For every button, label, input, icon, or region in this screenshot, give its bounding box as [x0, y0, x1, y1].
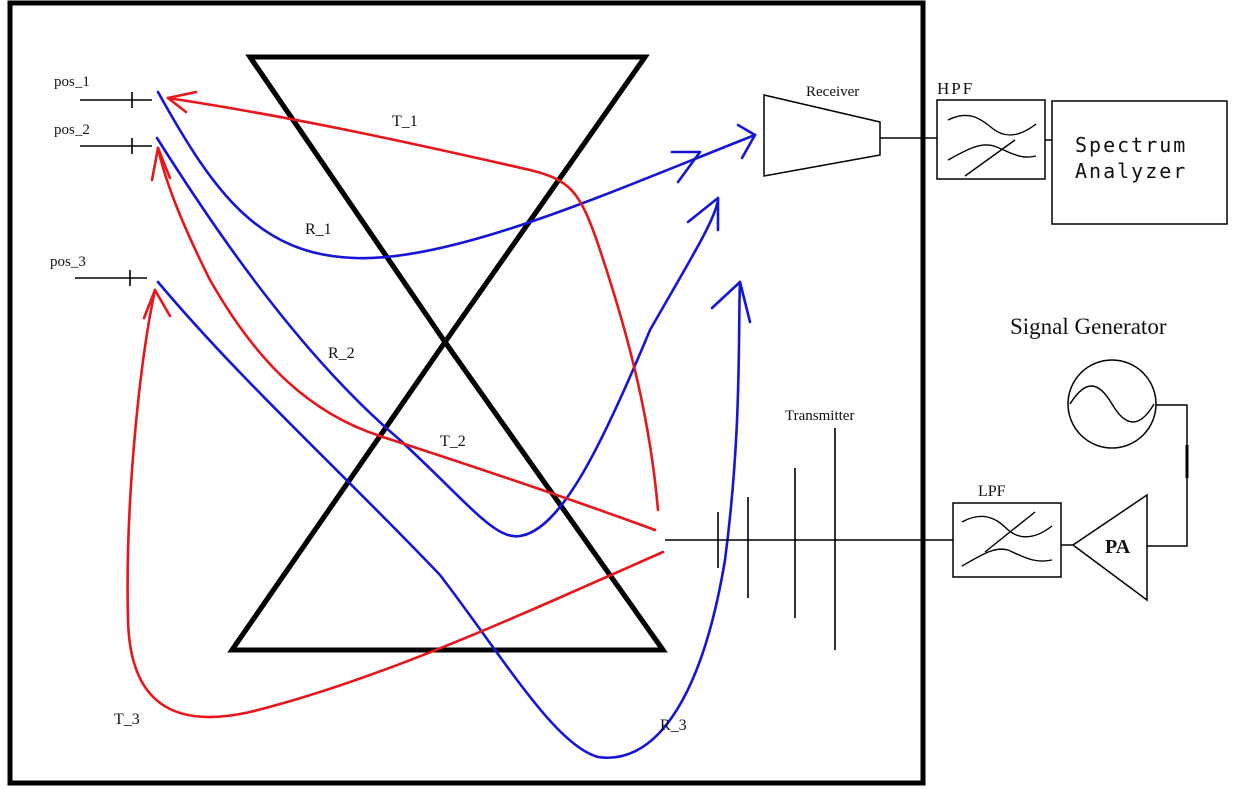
transmit-arrow-3a [142, 288, 157, 320]
transmit-path-3 [126, 288, 665, 719]
spectrum-analyzer-label-line1: Spectrum [1075, 133, 1187, 157]
cross-diagonal-left [229, 340, 448, 652]
transmit-arrow-2b [156, 146, 172, 180]
cross-diagonal-right [442, 340, 666, 652]
receive-path-2 [155, 136, 720, 538]
transmitter-label: Transmitter [785, 408, 854, 424]
upper-diagonal-left [247, 55, 448, 344]
path-label-t3: T_3 [114, 711, 140, 728]
spectrum-analyzer-box [1051, 100, 1228, 225]
transmit-arrow-2a [150, 146, 160, 182]
receive-paths [155, 90, 757, 760]
path-label-r2: R_2 [328, 345, 355, 362]
transmit-arrow-1b [166, 96, 188, 114]
upper-triangle [245, 54, 650, 347]
receive-arrow-3a [710, 280, 742, 310]
receive-arrow-1b [676, 150, 702, 184]
signal-generator-label: Signal Generator [1010, 314, 1167, 339]
receive-path-3 [156, 280, 742, 760]
transmitter-antenna [665, 428, 953, 650]
pa-label: PA [1105, 536, 1131, 558]
path-label-r3: R_3 [660, 717, 687, 734]
transmit-arrow-3b [153, 288, 172, 318]
path-label-t2: T_2 [440, 433, 466, 450]
path-label-r1: R_1 [305, 221, 332, 238]
chamber-enclosure [7, 0, 926, 786]
hpf-filter-icon [947, 114, 1037, 177]
receive-arrow-2a [686, 196, 720, 224]
spectrum-analyzer-label-line2: Analyzer [1075, 159, 1187, 183]
hpf-box [936, 99, 1046, 180]
path-label-t1: T_1 [392, 113, 418, 130]
position-markers [75, 92, 152, 286]
receive-arrow-3b [738, 280, 752, 324]
receive-path-1 [156, 90, 757, 260]
lpf-box [952, 502, 1062, 578]
transmit-path-2 [156, 146, 657, 532]
transmit-paths [126, 90, 665, 719]
hourglass-structure [227, 54, 668, 653]
pa-amplifier-triangle [1071, 493, 1148, 602]
sine-wave-icon [1069, 385, 1155, 423]
lpf-filter-icon [961, 511, 1053, 567]
generator-to-pa-wire [1147, 404, 1188, 547]
pos-1-label: pos_1 [54, 74, 90, 90]
pos-2-label: pos_2 [54, 122, 90, 138]
receiver-label: Receiver [806, 84, 859, 100]
transmit-path-1 [166, 96, 660, 512]
hpf-label: HPF [937, 79, 974, 98]
lpf-label: LPF [978, 483, 1006, 500]
receiver-horn [763, 94, 881, 177]
transmit-arrow-1a [166, 90, 198, 100]
pos-3-label: pos_3 [50, 254, 86, 270]
receiver-entry-chevron [736, 123, 757, 160]
upper-diagonal-right [442, 55, 648, 344]
receiver-horn-body [763, 94, 881, 177]
